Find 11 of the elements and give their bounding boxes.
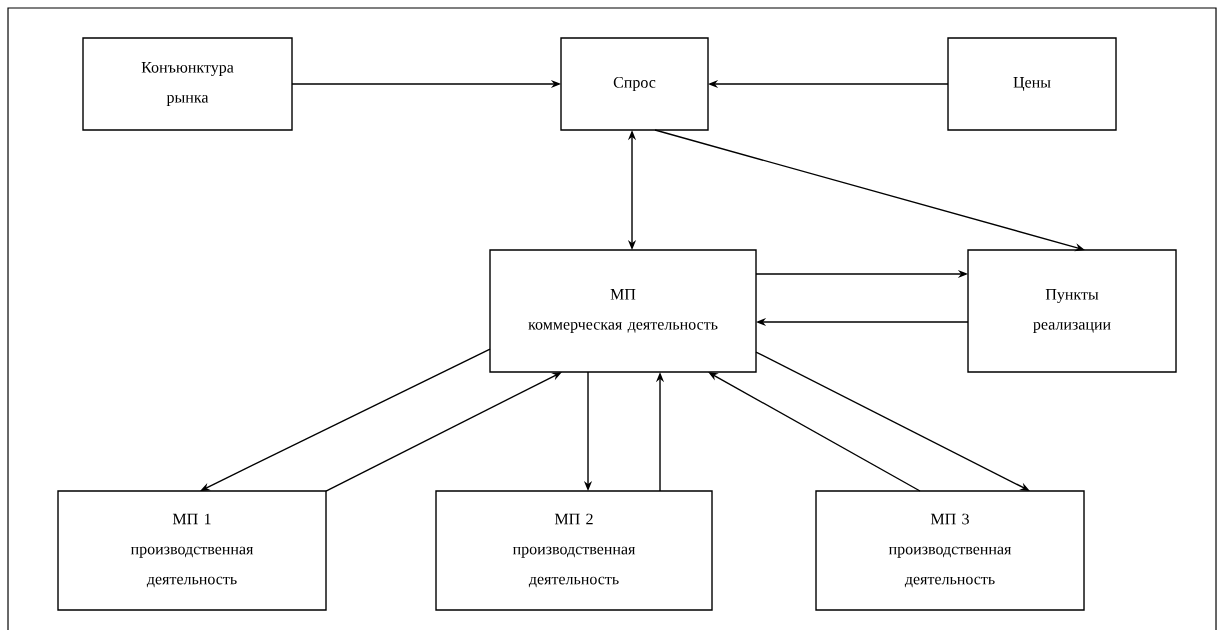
arrow [325, 372, 562, 492]
process-box: Спрос [560, 37, 709, 131]
process-box: Конъюнктура рынка [82, 37, 293, 131]
process-box: МП 3 производственная деятельность [815, 490, 1085, 611]
process-box: МП коммерческая деятельность [489, 249, 757, 373]
arrow [755, 351, 1030, 491]
process-box: МП 2 производственная деятельность [435, 490, 713, 611]
process-box: МП 1 производственная деятельность [57, 490, 327, 611]
process-box: Пункты реализации [967, 249, 1177, 373]
process-box: Цены [947, 37, 1117, 131]
arrow [708, 372, 921, 492]
